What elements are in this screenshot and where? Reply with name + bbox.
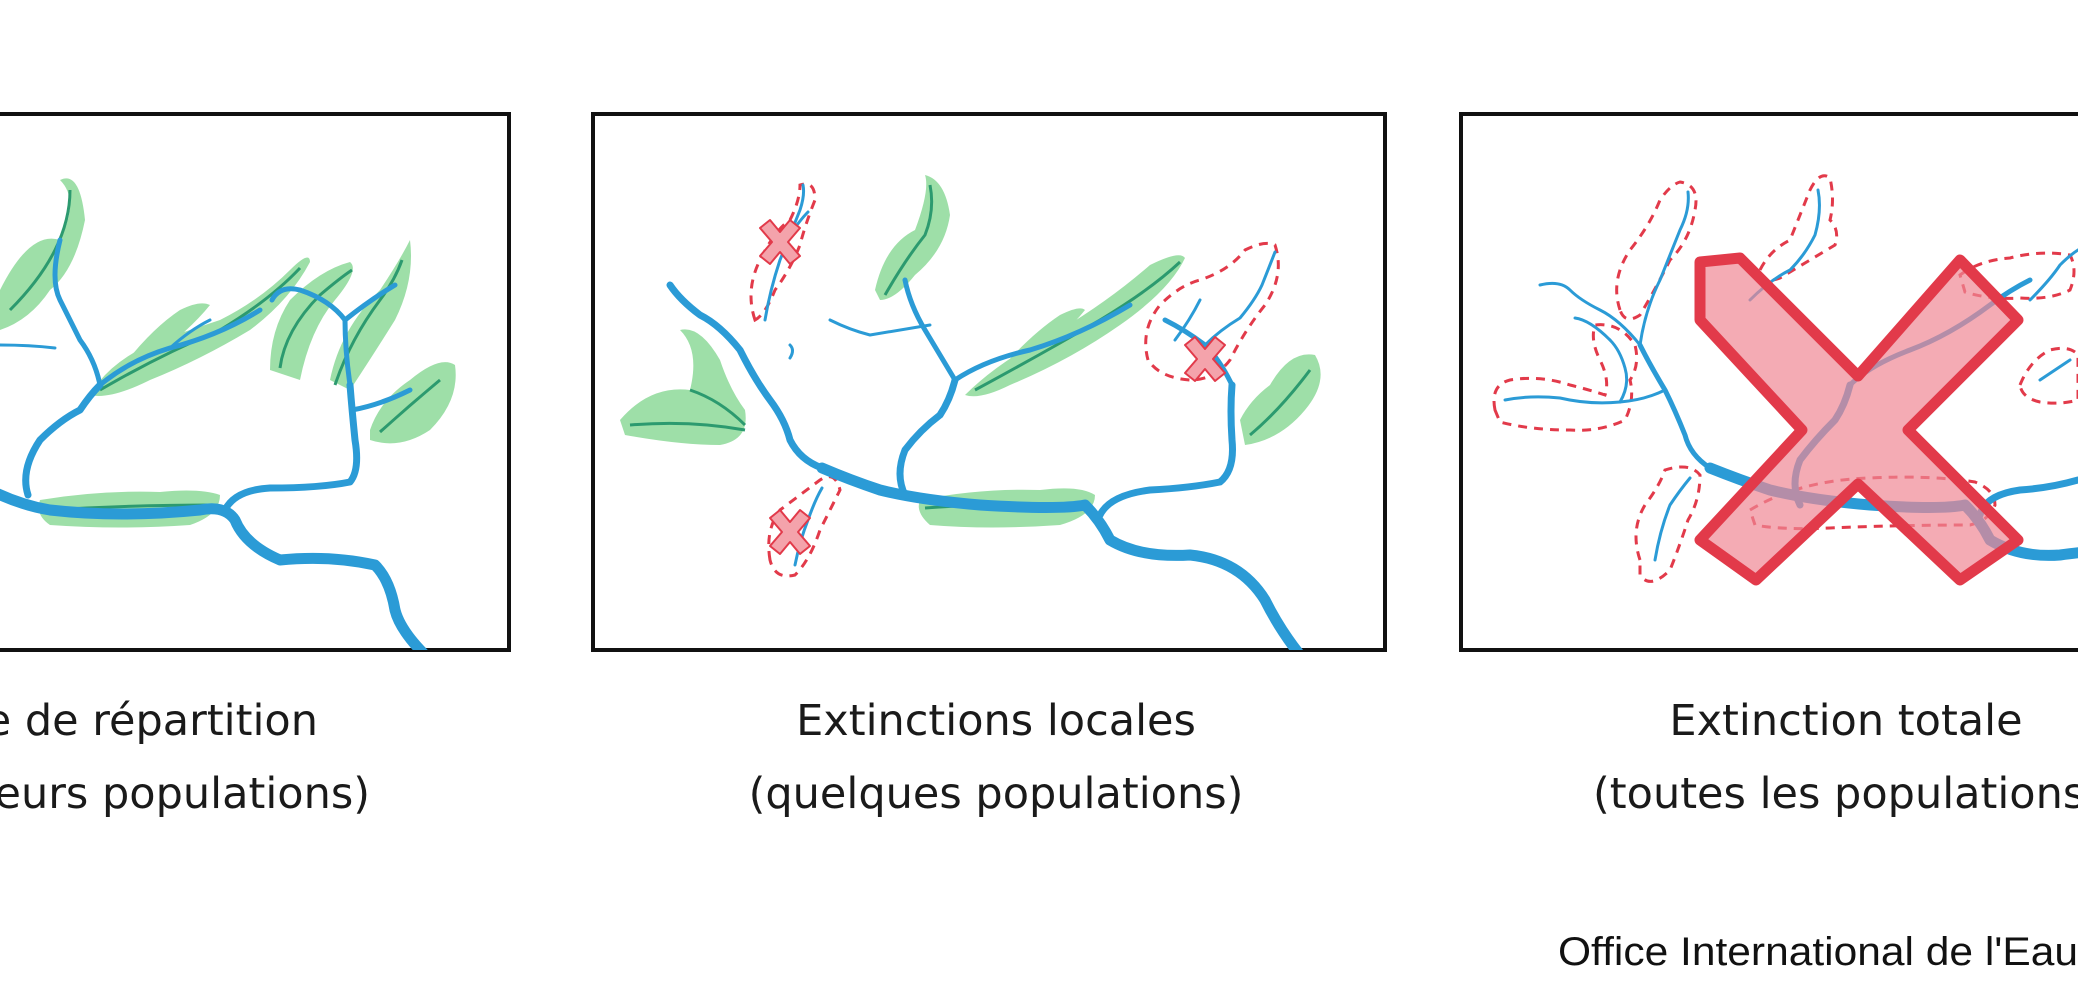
panel-1-caption-line2: eurs populations) — [0, 769, 370, 819]
x-mark-icon — [1184, 336, 1226, 382]
panel-2: Extinctions locales (quelques population… — [591, 112, 1387, 819]
x-mark-icon — [769, 509, 811, 555]
panel-3: Extinction totale (toutes les population… — [1459, 112, 2078, 819]
panel-3-caption-line1: Extinction totale — [1669, 696, 2022, 746]
river-network — [666, 183, 1304, 650]
panel-2-caption-line1: Extinctions locales — [796, 696, 1196, 746]
x-mark-icon — [759, 219, 801, 265]
panel-2-caption-line2: (quelques populations) — [749, 769, 1244, 819]
panel-3-caption-line2: (toutes les populations — [1593, 769, 2078, 819]
credit-text: Office International de l'Eau — [1558, 930, 2078, 974]
total-extinction-x-icon — [1694, 252, 2024, 586]
panel-1: e de répartition eurs populations) — [0, 112, 511, 819]
river-network — [0, 237, 428, 650]
local-extinction-x-marks — [759, 219, 1226, 555]
panel-1-caption-line1: e de répartition — [0, 696, 318, 746]
